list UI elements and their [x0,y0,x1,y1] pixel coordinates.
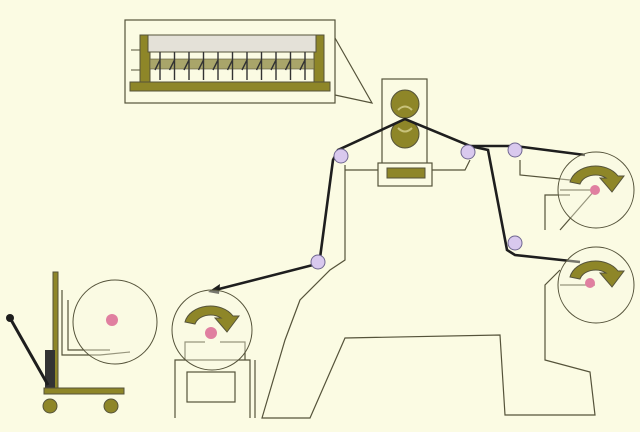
rotation-arrow-icon [569,165,625,193]
knife-blade-icon [197,52,205,80]
knife-blade-icon [168,52,176,80]
knife-blade-icon [154,52,161,80]
knife-blade-icon [241,52,248,80]
rotation-arrow-icon [569,260,625,288]
knife-blade-icon [299,52,306,80]
rotation-arrow-icon [184,305,240,333]
guide-roller-icon [507,142,523,158]
knife-blade-icon [212,52,219,80]
reel-cart [6,271,158,414]
rewind-reel-upper [557,151,635,229]
knife-blade-icon [226,52,234,80]
guide-rollers [310,142,523,270]
guide-roller-icon [310,254,326,270]
slitter-knife-callout [124,19,374,104]
knife-blade-icon [270,52,277,80]
guide-roller-icon [507,235,523,251]
knife-blade-icon [284,52,292,80]
knife-blade-icon [255,52,263,80]
rewind-reel-lower [557,246,635,324]
guide-roller-icon [460,144,476,160]
guide-roller-icon [333,148,349,164]
machine-frame [61,159,596,419]
slitting-rolls [377,78,433,187]
unwind-reel [171,289,253,371]
knife-blade-icon [183,52,190,80]
web-direction-arrow-icon [208,284,220,294]
